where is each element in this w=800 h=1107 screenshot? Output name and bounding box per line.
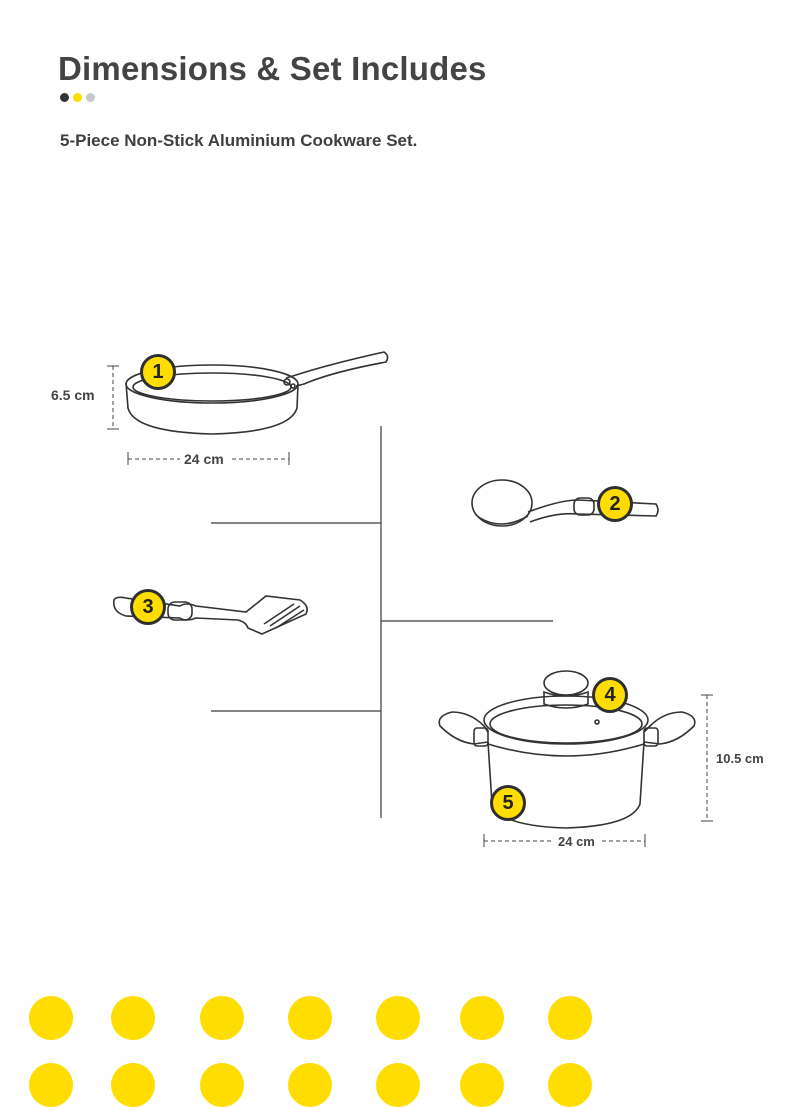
casserole-height-label: 10.5 cm: [716, 751, 764, 766]
item-number-badge: 1: [140, 354, 176, 390]
item-number-badge: 3: [130, 589, 166, 625]
decorative-yellow-dot: [376, 996, 420, 1040]
casserole-pot-drawing: [438, 670, 696, 829]
decorative-yellow-dot: [460, 1063, 504, 1107]
decorative-yellow-dot: [29, 1063, 73, 1107]
casserole-dimension-lines: [483, 694, 713, 847]
decorative-yellow-dot: [288, 1063, 332, 1107]
indicator-dot-grey: [86, 93, 95, 102]
set-description: 5-Piece Non-Stick Aluminium Cookware Set…: [60, 131, 418, 150]
decorative-yellow-dot: [460, 996, 504, 1040]
decorative-yellow-dot: [111, 1063, 155, 1107]
frying-pan-dimension-lines: [107, 365, 290, 465]
frying-pan-drawing: [125, 351, 389, 435]
decorative-yellow-dot: [376, 1063, 420, 1107]
item-number-badge: 2: [597, 486, 633, 522]
item-number-badge: 4: [592, 677, 628, 713]
frying-pan-width-label: 24 cm: [184, 451, 224, 467]
frying-pan-height-label: 6.5 cm: [51, 387, 95, 403]
decorative-yellow-dot: [548, 1063, 592, 1107]
decorative-yellow-dot: [548, 996, 592, 1040]
decorative-yellow-dot: [29, 996, 73, 1040]
connector-lines: [211, 426, 553, 818]
casserole-width-label: 24 cm: [558, 834, 595, 849]
decorative-yellow-dot: [200, 996, 244, 1040]
decorative-yellow-dot: [111, 996, 155, 1040]
item-number-badge: 5: [490, 785, 526, 821]
title-indicator-dots: [60, 93, 95, 102]
decorative-yellow-dot: [288, 996, 332, 1040]
page-title: Dimensions & Set Includes: [58, 50, 487, 87]
indicator-dot-yellow: [73, 93, 82, 102]
ladle-drawing: [471, 479, 659, 527]
decorative-yellow-dot: [200, 1063, 244, 1107]
indicator-dot-dark: [60, 93, 69, 102]
spatula-drawing: [112, 595, 308, 635]
